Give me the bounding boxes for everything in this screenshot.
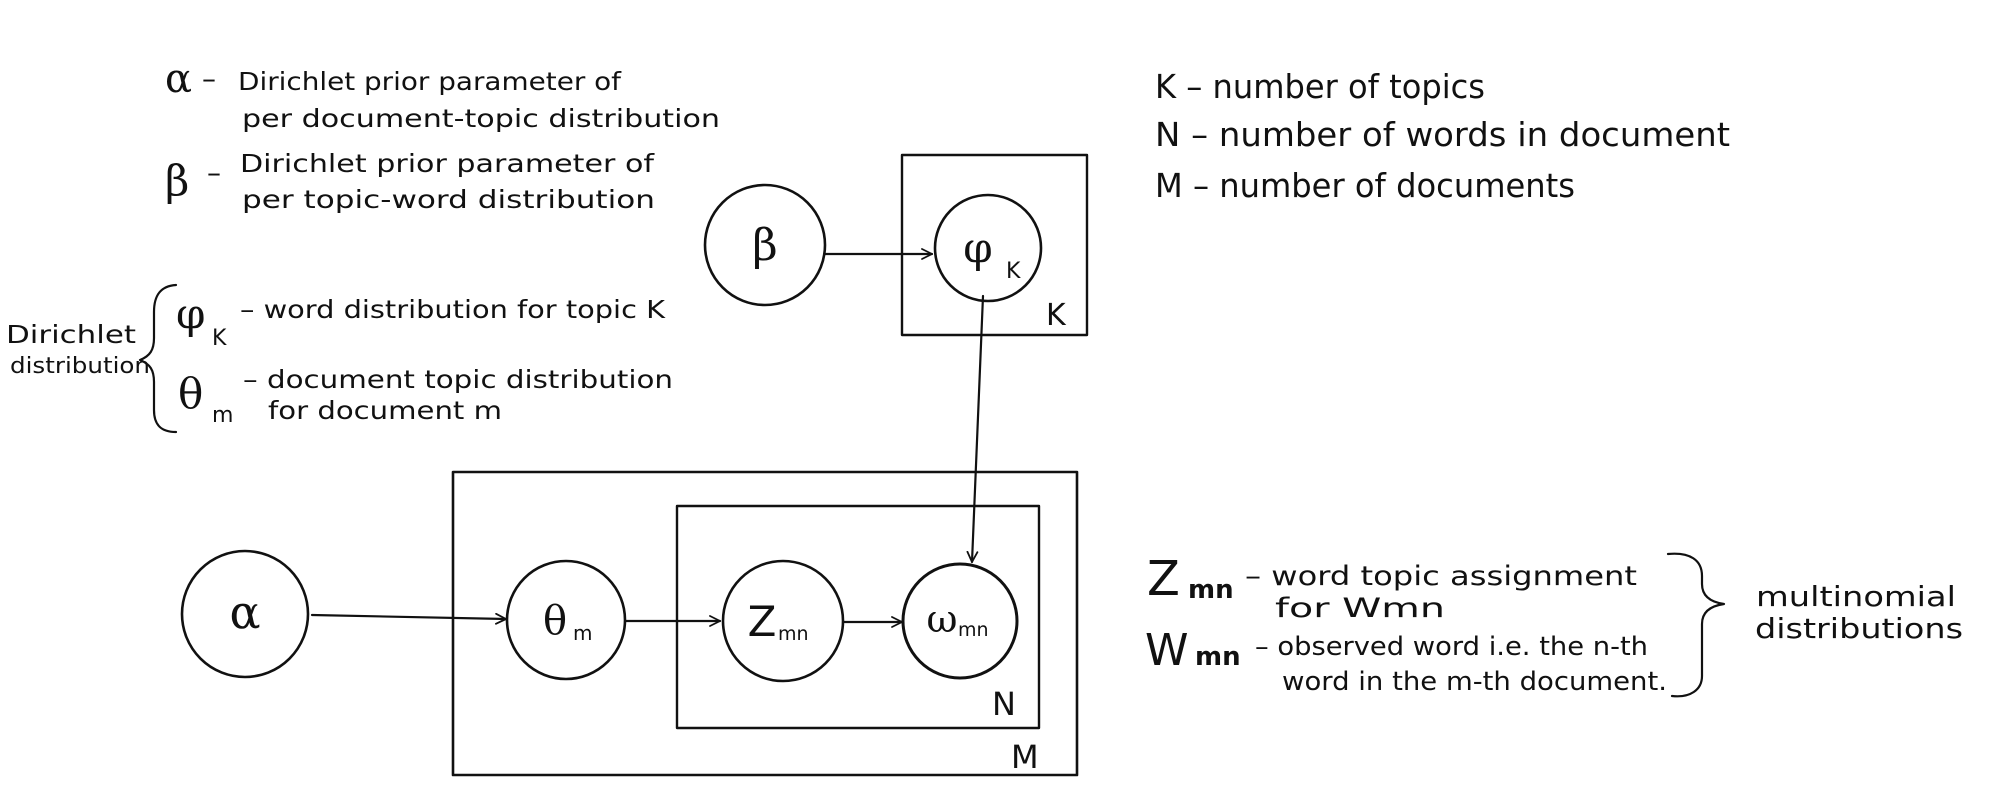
legend-beta-dash: – bbox=[207, 156, 221, 189]
node-phi-subscript: K bbox=[1006, 259, 1021, 284]
legend-m: M – number of documents bbox=[1155, 166, 1575, 205]
legend-alpha-line1: Dirichlet prior parameter of bbox=[238, 67, 622, 96]
plate-k-box bbox=[900, 153, 1089, 337]
legend-alpha-dash: – bbox=[202, 62, 216, 95]
multinomial-label-line2: distributions bbox=[1755, 612, 1963, 645]
right-curly-brace bbox=[1666, 552, 1726, 698]
legend-z: Z mn – word topic assignment for Wmn bbox=[1147, 551, 1637, 624]
node-phi-circle bbox=[933, 193, 1043, 303]
node-phi: φ K bbox=[933, 193, 1043, 303]
legend-theta-line1: – document topic distribution bbox=[243, 365, 673, 394]
legend-theta-symbol: θ bbox=[178, 369, 203, 418]
legend-k: K – number of topics bbox=[1155, 67, 1485, 106]
legend-phi-subscript: K bbox=[212, 326, 227, 351]
dirichlet-label-line2: distribution bbox=[10, 354, 150, 379]
legend-z-line1: – word topic assignment bbox=[1245, 561, 1637, 592]
node-theta-subscript: m bbox=[573, 621, 592, 645]
plate-m: M bbox=[451, 470, 1079, 777]
legend-w-line2: word in the m-th document. bbox=[1282, 667, 1667, 697]
node-z-subscript: mn bbox=[778, 623, 809, 645]
legend-alpha-line2: per document-topic distribution bbox=[242, 104, 720, 133]
legend-w-symbol: W bbox=[1145, 625, 1189, 676]
plate-n-box bbox=[675, 504, 1041, 730]
legend-beta-symbol: β bbox=[165, 156, 189, 205]
legend-theta-line2: for document m bbox=[268, 396, 502, 425]
node-beta: β bbox=[703, 183, 827, 307]
node-phi-symbol: φ bbox=[963, 223, 992, 272]
plate-m-label: M bbox=[1011, 738, 1039, 776]
legend-alpha-symbol: α bbox=[165, 56, 192, 102]
node-beta-symbol: β bbox=[752, 220, 777, 271]
plate-n-label: N bbox=[992, 685, 1016, 723]
legend-z-subscript: mn bbox=[1188, 575, 1234, 605]
node-w-subscript: mn bbox=[958, 619, 989, 641]
node-beta-circle bbox=[703, 183, 827, 307]
left-curly-brace bbox=[138, 283, 178, 434]
node-z-circle bbox=[721, 559, 845, 683]
legend-beta: β – Dirichlet prior parameter of per top… bbox=[165, 149, 655, 214]
legend-beta-line2: per topic-word distribution bbox=[242, 185, 655, 214]
node-w-symbol: ω bbox=[927, 597, 958, 641]
plate-k-label: K bbox=[1046, 298, 1067, 333]
dirichlet-brace-group: Dirichlet distribution bbox=[6, 283, 178, 434]
legend-w: W mn – observed word i.e. the n-th word … bbox=[1145, 625, 1667, 697]
legend-beta-line1: Dirichlet prior parameter of bbox=[240, 149, 655, 178]
node-w: ω mn bbox=[901, 562, 1019, 680]
multinomial-brace-group: multinomial distributions bbox=[1666, 552, 1963, 698]
edges bbox=[310, 248, 985, 628]
dirichlet-label-line1: Dirichlet bbox=[6, 320, 136, 349]
node-z: Z mn bbox=[721, 559, 845, 683]
node-alpha-circle bbox=[180, 549, 310, 679]
edge-phi-to-w bbox=[966, 294, 985, 564]
legend-n: N – number of words in document bbox=[1155, 115, 1730, 154]
legend-phi: φ K – word distribution for topic K bbox=[176, 289, 666, 351]
legend-theta-subscript: m bbox=[212, 403, 233, 428]
node-w-circle bbox=[901, 562, 1019, 680]
node-theta: θ m bbox=[505, 559, 627, 681]
node-theta-symbol: θ bbox=[543, 598, 567, 644]
node-alpha: α bbox=[180, 549, 310, 679]
plate-m-box bbox=[451, 470, 1079, 777]
multinomial-label-line1: multinomial bbox=[1756, 580, 1956, 613]
plate-k: K bbox=[900, 153, 1089, 337]
legend-phi-symbol: φ bbox=[176, 289, 205, 338]
node-z-symbol: Z bbox=[748, 597, 777, 646]
legend-z-symbol: Z bbox=[1147, 551, 1180, 607]
legend-z-line2: for Wmn bbox=[1275, 593, 1445, 624]
legend-w-subscript: mn bbox=[1195, 642, 1241, 672]
edge-alpha-to-theta bbox=[310, 612, 508, 625]
legend-theta: θ m – document topic distribution for do… bbox=[178, 365, 673, 428]
node-alpha-symbol: α bbox=[229, 585, 260, 639]
node-theta-circle bbox=[505, 559, 627, 681]
legend-w-line1: – observed word i.e. the n-th bbox=[1255, 632, 1648, 662]
legend-counts: K – number of topics N – number of words… bbox=[1155, 67, 1730, 205]
legend-phi-text: – word distribution for topic K bbox=[240, 295, 666, 324]
plate-n: N bbox=[675, 504, 1041, 730]
legend-alpha: α – Dirichlet prior parameter of per doc… bbox=[165, 56, 720, 133]
